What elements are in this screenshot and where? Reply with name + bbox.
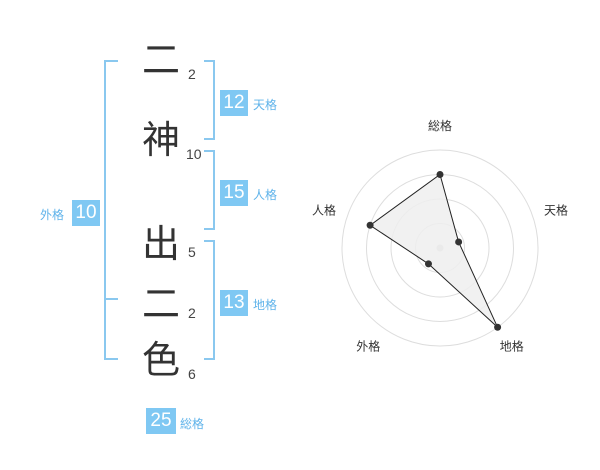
- radar-area: [369, 173, 499, 328]
- jinkaku-label: 人格: [253, 188, 278, 202]
- radar-axis-label-4: 外格: [356, 339, 380, 354]
- radar-point-3: [494, 323, 502, 331]
- soukaku-label: 総格: [180, 417, 205, 431]
- gaikaku-bracket-split: [104, 298, 118, 300]
- tenkaku-label: 天格: [253, 98, 278, 112]
- gaikaku-label: 外格: [40, 208, 65, 222]
- tenkaku-score: 12: [220, 90, 248, 116]
- radar-ring-4: [341, 149, 539, 347]
- radar-point-2: [455, 238, 463, 246]
- radar-point-1: [436, 171, 444, 178]
- stroke-count-4: 2: [188, 305, 196, 321]
- name-char-1: 二: [142, 38, 181, 82]
- radar-point-4: [424, 260, 432, 268]
- stroke-count-3: 5: [188, 244, 196, 260]
- radar-axis-label-2: 天格: [544, 202, 568, 217]
- chikaku-label: 地格: [253, 298, 278, 312]
- chikaku-bracket: [204, 240, 215, 360]
- gaikaku-bracket: [104, 60, 118, 360]
- name-char-5: 色: [142, 338, 181, 382]
- radar-axis-label-5: 人格: [312, 202, 336, 217]
- soukaku-score: 25: [146, 408, 176, 434]
- jinkaku-score: 15: [220, 180, 248, 206]
- radar-axis-label-1: 総格: [428, 118, 452, 133]
- name-char-2: 神: [142, 118, 181, 162]
- radar-axis-label-3: 地格: [500, 339, 524, 354]
- name-char-3: 出: [142, 222, 181, 266]
- radar-points: [366, 171, 502, 331]
- jinkaku-bracket: [204, 150, 215, 230]
- stroke-count-1: 2: [188, 66, 196, 82]
- tenkaku-bracket: [204, 60, 215, 140]
- name-char-4: 二: [142, 282, 181, 326]
- stroke-count-5: 6: [188, 366, 196, 382]
- radar-point-5: [366, 221, 374, 229]
- gaikaku-score: 10: [72, 200, 100, 226]
- chikaku-score: 13: [220, 290, 248, 316]
- stroke-count-2: 10: [186, 146, 202, 162]
